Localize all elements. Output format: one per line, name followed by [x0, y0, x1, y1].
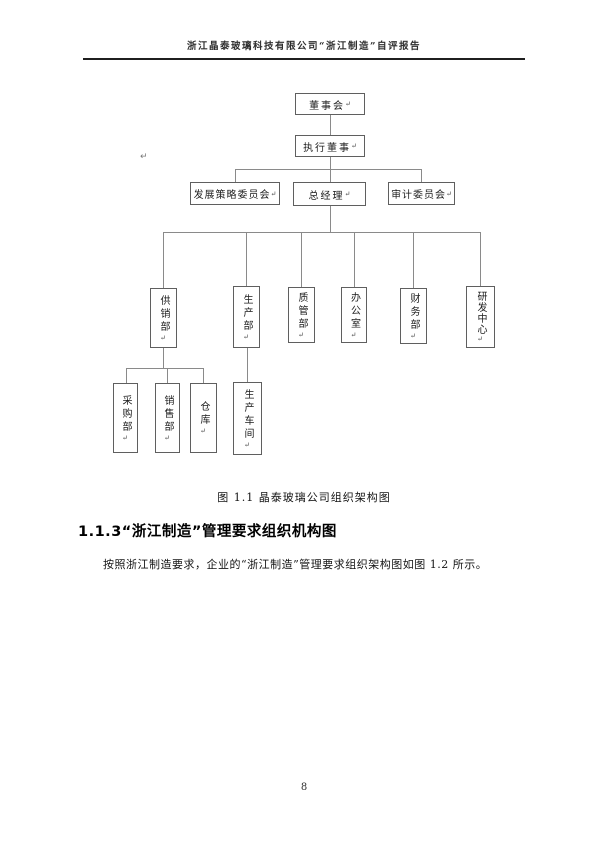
org-node-label: 供销部	[158, 294, 169, 334]
org-node-warehouse: 仓库↵	[190, 383, 217, 453]
org-node-board: 董事会↵	[295, 93, 365, 115]
connector-line	[246, 232, 247, 286]
org-node-label: 董事会	[309, 100, 346, 112]
paragraph-mark-icon: ↵	[163, 433, 171, 442]
connector-line	[247, 348, 248, 382]
paragraph-mark-icon: ↵	[199, 427, 207, 435]
body-paragraph: 按照浙江制造要求，企业的“浙江制造”管理要求组织架构图如图 1.2 所示。	[103, 558, 488, 571]
org-node-label: 质管部	[296, 291, 307, 331]
org-node-development-strategy-committee: 发展策略委员会↵	[190, 182, 280, 205]
connector-line	[421, 169, 422, 182]
org-node-office: 办公室↵	[341, 287, 367, 343]
connector-line	[163, 232, 481, 233]
paragraph-mark-icon: ↵	[409, 331, 417, 340]
connector-line	[163, 232, 164, 288]
org-node-label: 发展策略委员会	[193, 190, 271, 201]
paragraph-mark-icon: ↵	[270, 189, 277, 198]
org-node-supply-sales-dept: 供销部↵	[150, 288, 177, 348]
org-node-label: 审计委员会	[391, 190, 447, 201]
paragraph-mark-icon: ↵	[344, 190, 351, 198]
connector-line	[126, 368, 204, 369]
connector-line	[480, 232, 481, 286]
org-node-finance-dept: 财务部↵	[400, 288, 427, 344]
org-node-label: 执行董事	[303, 142, 352, 154]
connector-line	[126, 368, 127, 383]
org-node-label: 采购部	[120, 394, 131, 434]
connector-line	[301, 232, 302, 287]
org-node-label: 生产车间	[242, 388, 253, 441]
connector-line	[330, 169, 331, 182]
connector-line	[413, 232, 414, 288]
paragraph-mark-icon: ↵	[345, 100, 351, 108]
paragraph-mark-icon: ↵	[159, 333, 167, 342]
org-node-purchasing-dept: 采购部↵	[113, 383, 138, 453]
org-node-label: 财务部	[408, 292, 419, 332]
connector-line	[235, 169, 236, 182]
org-node-production-workshop: 生产车间↵	[233, 382, 262, 455]
org-node-label: 生产部	[241, 293, 252, 333]
org-node-audit-committee: 审计委员会↵	[388, 182, 455, 205]
connector-line	[330, 206, 331, 232]
org-node-label: 研发中心	[475, 291, 486, 335]
header-rule	[83, 58, 525, 60]
org-node-sales-dept: 销售部↵	[155, 383, 180, 453]
connector-line	[203, 368, 204, 383]
org-node-production-dept: 生产部↵	[233, 286, 260, 348]
connector-line	[163, 347, 164, 368]
org-node-executive-director: 执行董事↵	[295, 135, 365, 157]
page-number: 8	[300, 782, 308, 793]
figure-caption: 图 1.1 晶泰玻璃公司组织架构图	[217, 491, 391, 504]
paragraph-mark-icon: ↵	[446, 189, 452, 198]
org-node-label: 办公室	[348, 291, 360, 331]
connector-line	[235, 169, 422, 170]
paragraph-mark-icon: ↵	[476, 335, 484, 343]
connector-line	[354, 232, 355, 287]
connector-line	[167, 368, 168, 383]
page-header-title: 浙江晶泰玻璃科技有限公司“浙江制造”自评报告	[187, 41, 421, 52]
connector-line	[330, 115, 331, 135]
paragraph-mark-icon: ↵	[121, 433, 129, 442]
org-node-quality-dept: 质管部↵	[288, 287, 315, 343]
paragraph-mark-icon: ↵	[243, 440, 251, 449]
paragraph-mark-icon: ↵	[349, 330, 358, 339]
org-node-general-manager: 总经理↵	[293, 182, 366, 206]
org-node-label: 仓库	[198, 401, 209, 427]
stray-paragraph-mark: ↵	[140, 152, 148, 162]
org-node-label: 总经理	[308, 190, 345, 202]
paragraph-mark-icon: ↵	[297, 330, 305, 339]
section-heading: 1.1.3“浙江制造”管理要求组织机构图	[78, 524, 337, 540]
connector-line	[330, 157, 331, 169]
paragraph-mark-icon: ↵	[351, 142, 357, 150]
paragraph-mark-icon: ↵	[242, 332, 250, 341]
org-node-label: 销售部	[162, 394, 173, 434]
org-node-rd-center: 研发中心↵	[466, 286, 495, 348]
